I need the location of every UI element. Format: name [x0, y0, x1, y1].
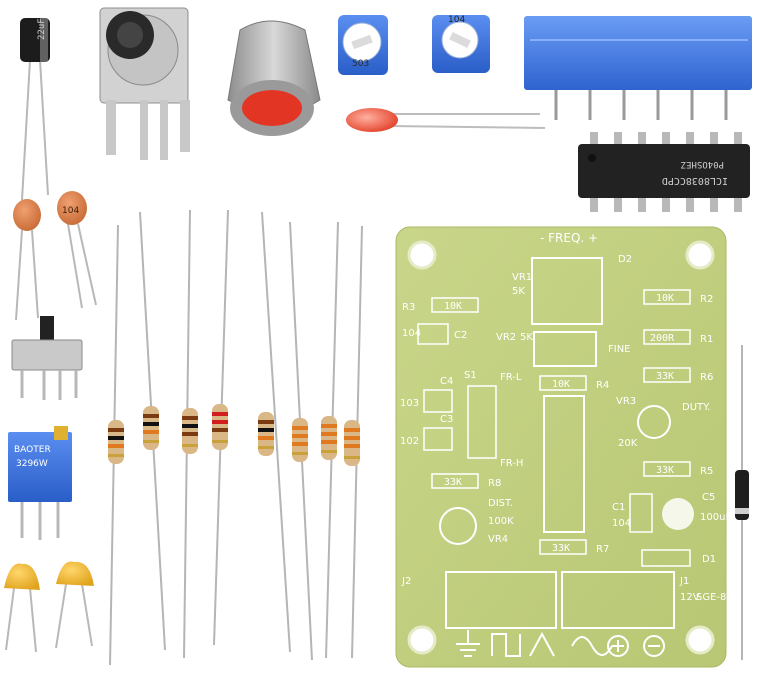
- pcb-vr1: VR1: [512, 272, 532, 283]
- pcb-fr-l: FR-L: [500, 372, 522, 383]
- ic-line2: P04OSHEZ: [680, 159, 724, 169]
- pcb-r8: R8: [488, 478, 501, 489]
- pcb-r6-val: 33K: [656, 371, 674, 382]
- pcb-vr2-val: 5K: [520, 332, 533, 343]
- resistor-7: [321, 221, 339, 659]
- waveform-symbols: [456, 630, 665, 657]
- pcb-c4-val: 103: [400, 398, 419, 409]
- pcb-r2: R2: [700, 294, 713, 305]
- pcb-fine: FINE: [608, 344, 631, 355]
- pcb-r7: R7: [596, 544, 609, 555]
- resistor-6: [289, 221, 313, 661]
- pcb-vr4-val: 100K: [488, 516, 514, 527]
- pcb-r7-val: 33K: [552, 543, 570, 554]
- pcb-d1: D1: [702, 554, 716, 565]
- pcb-vr2: VR2: [496, 332, 516, 343]
- pcb-r4-val: 10K: [552, 379, 570, 390]
- blue-trimmer-left: 503: [338, 15, 388, 75]
- ceramic-capacitor-2: 104: [57, 191, 97, 309]
- pcb-c1: C1: [612, 502, 625, 513]
- ic-line1: ICL8038CCPD: [662, 175, 728, 186]
- pcb-board: - FREQ. + D2 VR1 5K R3 10K 104 C2 VR2 5K…: [395, 226, 731, 668]
- sine-wave-symbol: [571, 636, 613, 656]
- slide-switch: [11, 316, 83, 400]
- pcb-r1: R1: [700, 334, 713, 345]
- resistor-group: [108, 209, 363, 666]
- triangle-wave-symbol: [529, 631, 555, 657]
- pcb-j2: J2: [401, 576, 411, 587]
- yellow-capacitor-2: [55, 561, 94, 649]
- trimmer-model: 3296W: [16, 459, 48, 469]
- pcb-j1-val: 12V: [680, 592, 700, 603]
- minus-symbol: [643, 635, 665, 657]
- square-wave-symbol: [491, 633, 521, 657]
- resistor-2: [139, 211, 166, 651]
- ground-symbol: [456, 630, 480, 657]
- trimmer-brand: BAOTER: [14, 445, 51, 455]
- pcb-r4: R4: [596, 380, 609, 391]
- pcb-c5-val: 100uF: [700, 512, 731, 523]
- pcb-r5-val: 33K: [656, 465, 674, 476]
- pcb-duty: DUTY.: [682, 402, 710, 413]
- resistor-4: [212, 209, 229, 646]
- capacitor-label: 22uF: [37, 18, 47, 40]
- pcb-r6: R6: [700, 372, 713, 383]
- trimmer-right-label: 104: [448, 15, 465, 25]
- pcb-r2-val: 10K: [656, 293, 674, 304]
- plus-symbol: [607, 635, 629, 657]
- pcb-d2: D2: [618, 254, 632, 265]
- ceramic-cap-label: 104: [62, 206, 79, 216]
- resistor-5: [258, 211, 291, 653]
- pcb-r5: R5: [700, 466, 713, 477]
- pcb-vr1-val: 5K: [512, 286, 525, 297]
- resistor-8: [344, 225, 363, 659]
- ic-chip-icl8038: ICL8038CCPD P04OSHEZ: [578, 132, 750, 212]
- pcb-r3-val: 10K: [444, 301, 462, 312]
- pin-header-blue: [524, 16, 752, 120]
- pcb-vr3-val: 20K: [618, 438, 638, 449]
- pcb-c2: C2: [454, 330, 467, 341]
- pcb-r1-val: 200R: [650, 333, 675, 344]
- pcb-vr4: VR4: [488, 534, 508, 545]
- electrolytic-capacitor-small: 22uF: [20, 18, 50, 201]
- resistor-1: [108, 224, 124, 666]
- rotary-potentiometer: [99, 7, 190, 160]
- pcb-r3: R3: [402, 302, 415, 313]
- trimmer-left-label: 503: [352, 59, 369, 69]
- knob-cap: [227, 20, 321, 136]
- multiturn-trimmer: BAOTER 3296W: [8, 426, 72, 540]
- pcb-s1: S1: [464, 370, 477, 381]
- pcb-c5: C5: [702, 492, 715, 503]
- blue-trimmer-right: 104: [432, 15, 490, 73]
- pcb-c3: C3: [440, 414, 453, 425]
- pcb-spec: SGE-8: [696, 592, 726, 603]
- pcb-fr-h: FR-H: [500, 458, 523, 469]
- pcb-dist: DIST.: [488, 498, 513, 509]
- pcb-c2-val: 104: [402, 328, 421, 339]
- pcb-j1: J1: [679, 576, 689, 587]
- resistor-3: [182, 209, 198, 659]
- pcb-c4: C4: [440, 376, 453, 387]
- pcb-vr3: VR3: [616, 396, 636, 407]
- pcb-c3-val: 102: [400, 436, 419, 447]
- red-led: [346, 108, 546, 132]
- pcb-freq: - FREQ. +: [540, 231, 598, 245]
- pcb-r8-val: 33K: [444, 477, 462, 488]
- diode-loose: [735, 345, 749, 660]
- pcb-c1-val: 104: [612, 518, 631, 529]
- ceramic-capacitor-1: [13, 199, 41, 321]
- yellow-capacitor-1: [4, 563, 40, 653]
